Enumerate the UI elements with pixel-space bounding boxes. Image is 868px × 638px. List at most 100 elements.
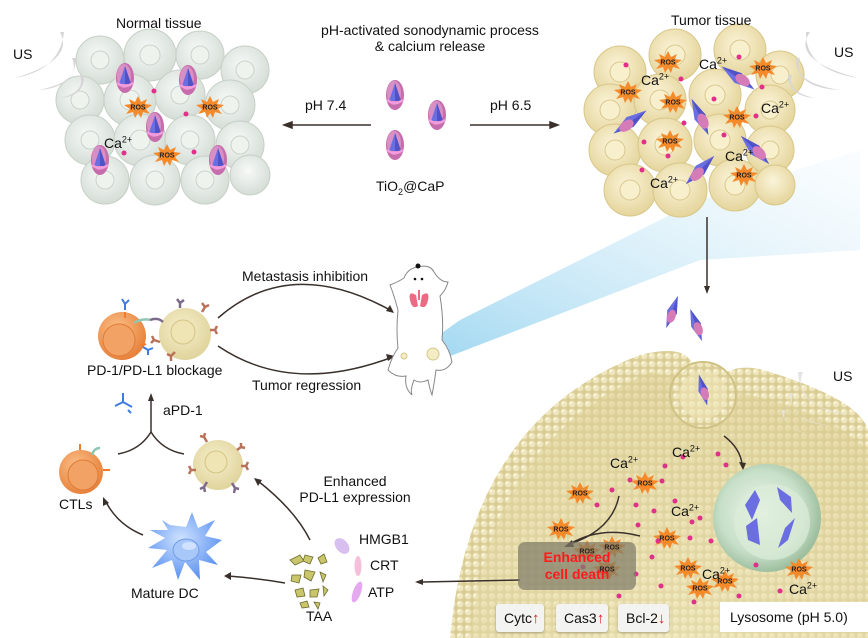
normal-ca-label: Ca2+ <box>104 135 132 151</box>
ca-text: Ca <box>104 135 122 151</box>
atp-icon <box>351 581 363 603</box>
ultrasound-waves-right <box>788 32 858 98</box>
marker-bcl2: Bcl-2↓ <box>618 604 670 632</box>
np-prefix: TiO <box>376 178 399 194</box>
arrow-dc-to-ctl <box>105 501 144 536</box>
tumor-ca-label: Ca2+ <box>699 56 727 72</box>
hmgb1-icon <box>334 538 350 554</box>
tumor-ca-label: Ca2+ <box>761 100 789 116</box>
mature-dc-cell <box>148 512 222 580</box>
ca-charge: 2+ <box>627 454 639 465</box>
normal-tissue-title: Normal tissue <box>116 15 202 31</box>
ctl-tumor-blockage-cells <box>98 298 219 361</box>
arrow-down-icon: ↓ <box>657 610 666 627</box>
nanoparticle-label: TiO2@CaP <box>376 178 445 197</box>
marker-cas3: Cas3↑ <box>556 604 609 632</box>
tumor-ca-label: Ca2+ <box>650 175 678 191</box>
tumor-tissue-cluster <box>583 23 805 218</box>
ca-charge: 2+ <box>658 71 670 82</box>
us-label-right: US <box>834 44 854 60</box>
regression-label: Tumor regression <box>252 377 362 393</box>
ctl-label: CTLs <box>59 496 93 512</box>
nanoparticle-icon <box>177 63 199 97</box>
ca-text: Ca <box>761 100 779 116</box>
ca-text: Ca <box>725 148 743 164</box>
us-label-left: US <box>13 46 33 62</box>
us-label-cell: US <box>833 368 853 384</box>
arrow-taa-to-dc <box>227 575 286 584</box>
taa-debris <box>289 553 329 610</box>
tio2-cap-nanoparticles <box>384 78 448 162</box>
ca-charge: 2+ <box>688 502 700 513</box>
marker-cytc: Cytc↑ <box>496 604 544 632</box>
tumor-ca-label: Ca2+ <box>725 148 753 164</box>
np-suffix: @CaP <box>403 178 445 194</box>
ca-charge: 2+ <box>742 147 754 158</box>
apd1-antibody-icon <box>114 393 133 414</box>
enhanced-cell-death-box: Enhanced cell death <box>518 542 636 590</box>
arrow-metastasis <box>217 283 391 319</box>
arrowhead-normal <box>281 120 293 130</box>
arrow-death-to-taa <box>421 579 521 583</box>
ultrasound-waves-left <box>15 32 85 98</box>
pdl1-tumor-cell <box>187 432 250 494</box>
arrow-taa-to-pdl1 <box>257 480 311 541</box>
np-sub: 2 <box>398 186 404 197</box>
arrow-up-icon: ↑ <box>596 610 605 627</box>
ph-tumor-label: pH 6.5 <box>490 97 532 113</box>
damp-crt-label: CRT <box>370 557 399 573</box>
ca-text: Ca <box>702 566 720 582</box>
ca-charge: 2+ <box>689 443 701 454</box>
blockage-label: PD-1/PD-L1 blockage <box>87 362 223 378</box>
nanoparticle-icon <box>384 78 406 112</box>
death-line1: Enhanced <box>543 549 611 565</box>
ca-charge: 2+ <box>121 134 133 145</box>
damp-hmgb1-label: HMGB1 <box>359 531 409 547</box>
lysosome-label: Lysosome (pH 5.0) <box>720 602 868 632</box>
process-title-line2: & calcium release <box>374 38 486 54</box>
ca-charge: 2+ <box>778 99 790 110</box>
tumor-ca-label: Ca2+ <box>641 72 669 88</box>
process-title: pH-activated sonodynamic process & calci… <box>290 22 570 54</box>
cell-ca-label: Ca2+ <box>610 455 638 471</box>
nanoparticle-icon <box>661 294 683 330</box>
cell-ca-label: Ca2+ <box>789 581 817 597</box>
damp-atp-label: ATP <box>368 584 395 600</box>
ctl-cell <box>59 444 110 494</box>
ca-charge: 2+ <box>719 565 731 576</box>
cell-ca-label: Ca2+ <box>671 503 699 519</box>
nanoparticle-icon <box>384 128 406 162</box>
nanoparticle-icon <box>144 110 166 144</box>
ca-charge: 2+ <box>716 55 728 66</box>
apd1-label: aPD-1 <box>163 402 203 418</box>
tumor-tissue-title: Tumor tissue <box>671 12 752 28</box>
arrow-regression <box>217 345 391 375</box>
crt-icon <box>354 556 362 576</box>
pdl1-line2: PD-L1 expression <box>299 489 411 505</box>
nanoparticle-icon <box>685 307 707 343</box>
dc-label: Mature DC <box>131 585 199 601</box>
ca-text: Ca <box>789 581 807 597</box>
ca-text: Ca <box>671 503 689 519</box>
cell-ca-label: Ca2+ <box>672 444 700 460</box>
normal-tissue-cluster <box>55 28 271 206</box>
process-title-line1: pH-activated sonodynamic process <box>321 22 539 38</box>
marker-name: Bcl-2 <box>626 610 658 626</box>
marker-name: Cas3 <box>564 610 597 626</box>
arrowhead-tumor <box>549 120 561 130</box>
pdl1-line1: Enhanced <box>323 473 387 489</box>
metastasis-label: Metastasis inhibition <box>242 268 369 284</box>
ph-normal-label: pH 7.4 <box>305 97 347 113</box>
nanoparticle-icon <box>207 143 229 177</box>
taa-label: TAA <box>306 608 333 624</box>
pdl1-expression-label: Enhanced PD-L1 expression <box>290 473 420 505</box>
arrow-up-icon: ↑ <box>532 610 540 627</box>
death-line2: cell death <box>544 566 610 582</box>
ca-text: Ca <box>699 56 717 72</box>
ca-text: Ca <box>672 444 690 460</box>
nanoparticle-icon <box>426 98 448 132</box>
ca-charge: 2+ <box>667 174 679 185</box>
ca-text: Ca <box>610 455 628 471</box>
ca-text: Ca <box>650 175 668 191</box>
